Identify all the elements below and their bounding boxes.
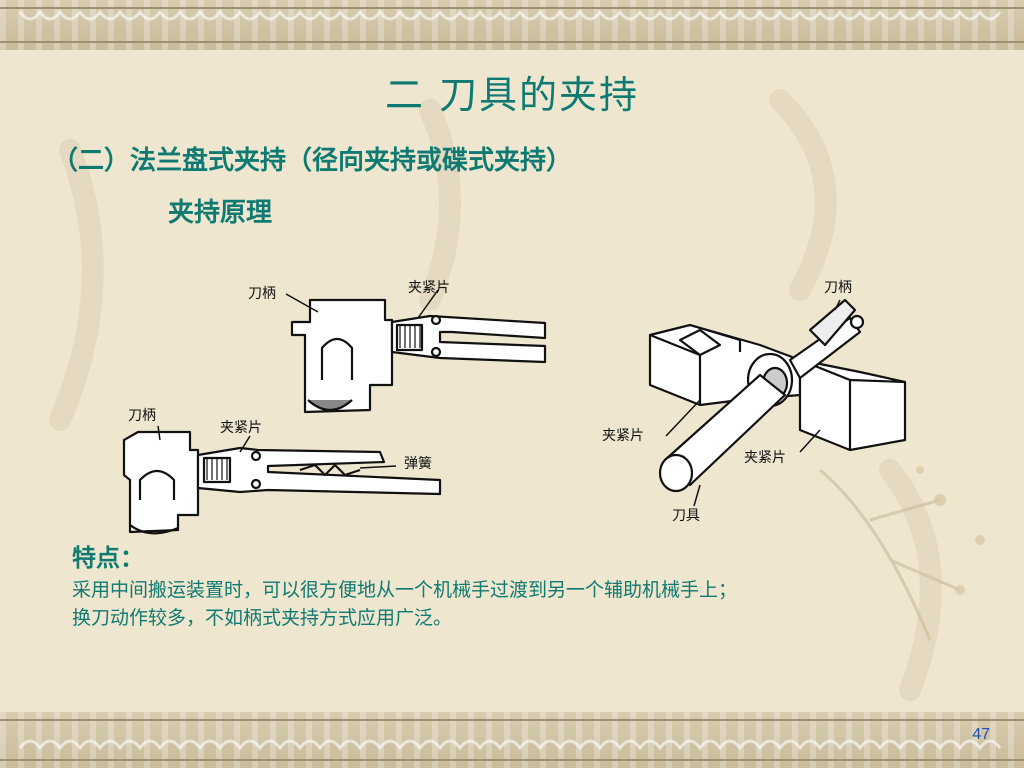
label-right-tool: 刀具 <box>672 508 700 524</box>
page-number: 47 <box>972 726 990 743</box>
left-top-tool-handle <box>290 298 394 414</box>
features-heading: 特点： <box>72 544 144 572</box>
left-bottom-tool-handle <box>122 430 200 535</box>
section-heading: 夹持原理 <box>168 198 273 228</box>
slide-subtitle: （二）法兰盘式夹持（径向夹持或碟式夹持） <box>52 146 573 176</box>
label-left-top-clamp: 夹紧片 <box>408 280 450 296</box>
label-right-clamp-right: 夹紧片 <box>744 450 786 466</box>
label-left-bottom-spring: 弹簧 <box>404 456 432 472</box>
label-right-clamp-left: 夹紧片 <box>602 428 644 444</box>
left-bottom-gripper <box>196 446 442 496</box>
features-text: 采用中间搬运装置时，可以很方便地从一个机械手过渡到另一个辅助机械手上； 换刀动作… <box>72 576 992 632</box>
label-left-top-handle: 刀柄 <box>248 286 276 302</box>
right-3d-assembly <box>648 298 907 493</box>
top-decorative-border <box>0 0 1024 50</box>
features-line-2: 换刀动作较多，不如柄式夹持方式应用广泛。 <box>72 607 453 629</box>
label-right-handle: 刀柄 <box>824 280 852 296</box>
features-line-1: 采用中间搬运装置时，可以很方便地从一个机械手过渡到另一个辅助机械手上； <box>72 579 738 601</box>
label-left-bottom-clamp: 夹紧片 <box>220 420 262 436</box>
left-top-gripper <box>390 314 547 364</box>
slide-title: 二 刀具的夹持 <box>384 73 640 117</box>
label-left-bottom-handle: 刀柄 <box>128 408 156 424</box>
bottom-decorative-border <box>0 712 1024 768</box>
